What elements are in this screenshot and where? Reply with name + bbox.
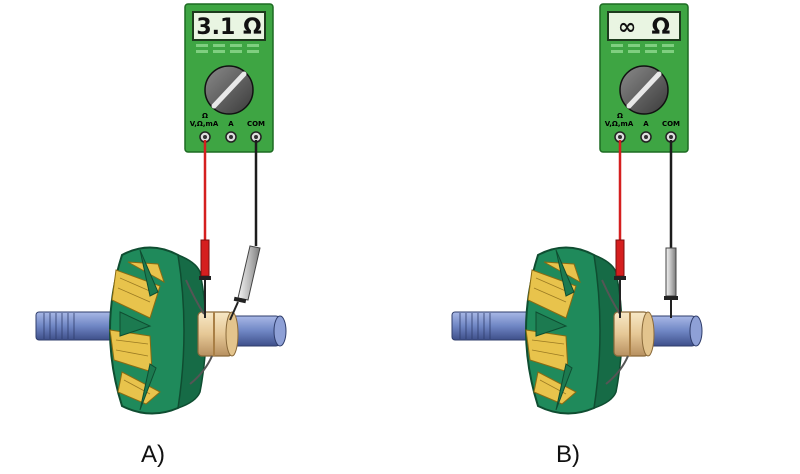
jack-center [618,135,622,139]
red-probe-grip [614,276,626,280]
shaft-end [689,315,703,347]
red-test-probe[interactable] [614,140,626,318]
multimeter: 3.1 Ω Ω V,Ω,mA A COM [184,3,274,153]
jack-center [203,135,207,139]
black-probe-grip [233,296,247,304]
rotor-lead-wire [601,279,621,315]
voltage-jack-label: V,Ω,mA [190,120,219,128]
amp-jack-label: A [643,120,649,128]
black-probe-handle [665,247,677,297]
multimeter-display [607,11,681,41]
multimeter-reading: ∞ Ω [618,15,671,40]
red-probe-handle [615,239,625,277]
multimeter-reading: 3.1 Ω [196,15,262,40]
rotor-lead-wire-2 [605,355,629,385]
jack-center-2 [229,135,233,139]
voltage-jack-label: V,Ω,mA [605,120,634,128]
knob-pointer [626,71,662,109]
rotor-assembly [451,246,703,415]
omega-symbol-label: Ω [202,112,208,120]
rotor-lead-wire [185,279,205,315]
knob-pointer [211,71,247,109]
range-marks [196,44,259,53]
red-test-probe[interactable] [199,140,211,318]
pole-fingers [119,249,159,411]
rotor-lead-wire-2 [189,355,213,385]
rotor-assembly [35,246,287,415]
com-jack-label: COM [662,120,680,128]
jack-center-3 [254,135,258,139]
slip-ring-face [225,311,239,357]
red-probe-handle [200,239,210,277]
panel-label-a: A) [141,441,165,468]
rotor-face [593,253,623,410]
shaft-thread [43,313,75,339]
black-probe-handle [237,245,261,301]
range-marks [611,44,674,53]
black-test-probe[interactable] [229,140,261,321]
amp-jack-label: A [228,120,234,128]
shaft-thread [459,313,491,339]
multimeter: ∞ Ω Ω V,Ω,mA A COM [599,3,689,153]
jack-center-2 [644,135,648,139]
shaft-end [273,315,287,347]
com-jack-label: COM [247,120,265,128]
black-probe-grip [664,296,678,300]
slip-ring-face [641,311,655,357]
black-probe-tip [229,301,239,321]
panel-label-b: B) [556,441,580,468]
panel-a: 3.1 Ω Ω V,Ω,mA A COM [35,3,287,468]
jack-center-3 [669,135,673,139]
black-test-probe[interactable] [664,140,678,318]
red-probe-grip [199,276,211,280]
multimeter-display [192,11,266,41]
omega-symbol-label: Ω [617,112,623,120]
pole-fingers [535,249,575,411]
panel-b: ∞ Ω Ω V,Ω,mA A COM [451,3,703,468]
rotor-face [177,253,207,410]
